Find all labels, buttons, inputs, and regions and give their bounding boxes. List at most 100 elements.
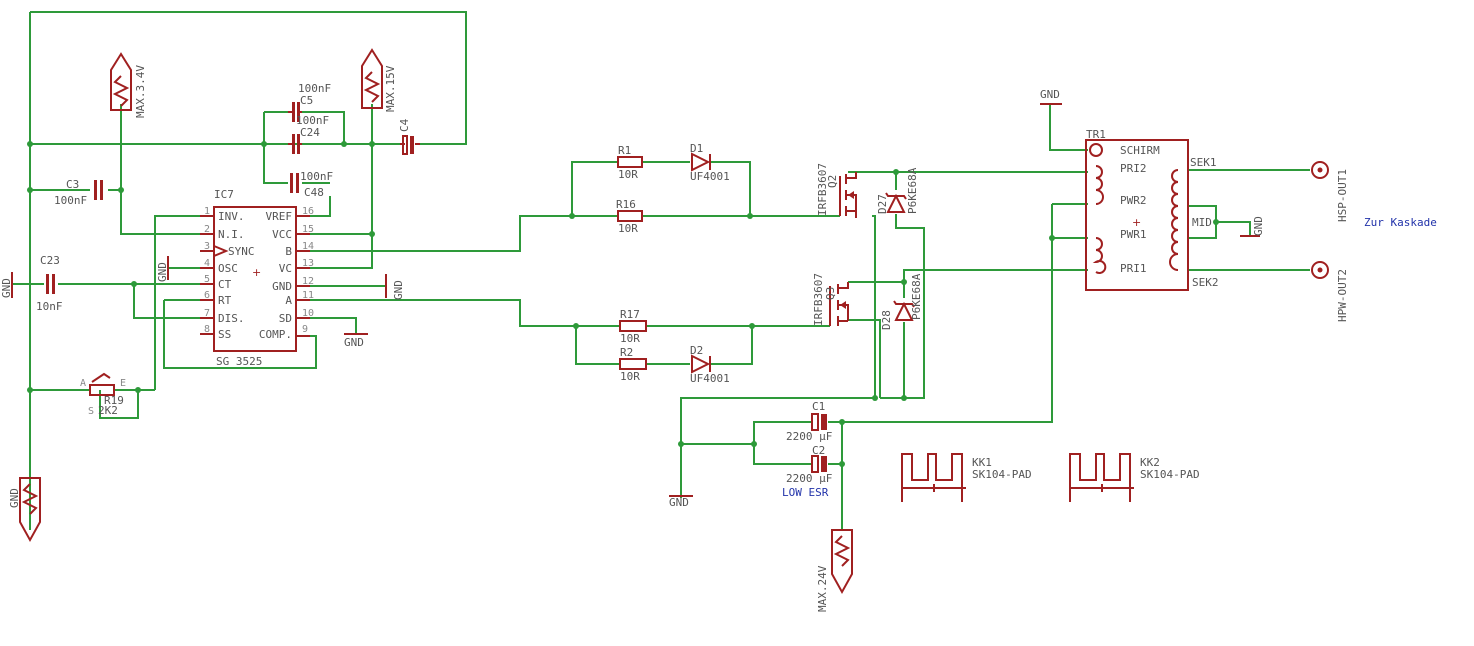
- cascade-note: Zur Kaskade: [1364, 216, 1437, 229]
- trimmer-r19[interactable]: A E S R19 2K2: [80, 372, 126, 417]
- ic7-pin-9-num: 9: [302, 324, 308, 335]
- capacitor-c4[interactable]: C4: [398, 118, 420, 155]
- ic7-pin-12-name: GND: [272, 280, 292, 293]
- tvs-diode-d28-name: D28: [880, 310, 893, 330]
- diode-d2-name: D2: [690, 344, 703, 357]
- supply-gnd-left[interactable]: GND: [8, 477, 41, 543]
- wires: [12, 11, 1310, 530]
- ic7-pin-16-name: VREF: [266, 210, 293, 223]
- ic7-pin-15-num: 15: [302, 224, 314, 235]
- capacitor-c24-name: C24: [300, 126, 320, 139]
- trimmer-r19-name: R19: [104, 394, 124, 407]
- ic7-pin-12-num: 12: [302, 276, 314, 287]
- transformer-pin-sek1: SEK1: [1190, 156, 1217, 169]
- tvs-diode-d28[interactable]: D28 P6KE68A: [880, 273, 923, 330]
- capacitor-c23-value: 10nF: [36, 300, 63, 313]
- resistor-r17[interactable]: R17 10R: [619, 308, 647, 345]
- resistor-r1[interactable]: R1 10R: [617, 144, 643, 181]
- capacitor-c2[interactable]: C2 2200 µF: [786, 444, 832, 485]
- trimmer-r19-pin-a: A: [80, 378, 86, 389]
- capacitor-c2-value: 2200 µF: [786, 472, 832, 485]
- diode-d2-value: UF4001: [690, 372, 730, 385]
- resistor-r1-value: 10R: [618, 168, 638, 181]
- tvs-diode-d27[interactable]: D27 P6KE68A: [876, 167, 919, 214]
- capacitor-c2-name: C2: [812, 444, 825, 457]
- capacitor-c48-value: 100nF: [300, 170, 333, 183]
- diode-d2[interactable]: D2 UF4001: [690, 344, 730, 385]
- mosfet-q3-value: IRFB3607: [812, 273, 825, 326]
- tvs-diode-d28-value: P6KE68A: [910, 273, 923, 320]
- svg-text:+: +: [252, 266, 261, 279]
- ic7-pin-6-name: RT: [218, 294, 232, 307]
- supply-max15[interactable]: MAX.15V: [361, 48, 397, 112]
- ic7-pin-7-num: 7: [204, 308, 210, 319]
- ic7-value: SG 3525: [216, 355, 262, 368]
- ic7-pin-2-num: 2: [204, 224, 210, 235]
- diode-d1-name: D1: [690, 142, 703, 155]
- capacitor-c1-value: 2200 µF: [786, 430, 832, 443]
- mosfet-q2-value: IRFB3607: [816, 163, 829, 216]
- capacitor-c48-name: C48: [304, 186, 324, 199]
- heatsink-kk1[interactable]: KK1 SK104-PAD: [901, 453, 1032, 502]
- ic7-pin-9-name: COMP.: [259, 328, 292, 341]
- gnd-label-mid: GND: [1252, 216, 1265, 236]
- gnd-label-source: GND: [669, 496, 689, 509]
- ic7-left-pins: 1 2 3 4 5 6 7 8 INV. N.I. SYNC OSC CT RT…: [200, 206, 255, 341]
- resistor-r17-name: R17: [620, 308, 640, 321]
- heatsink-kk2-value: SK104-PAD: [1140, 468, 1200, 481]
- capacitor-c24[interactable]: C24 100nF: [288, 114, 329, 154]
- tvs-diode-d27-name: D27: [876, 194, 889, 214]
- resistor-r2[interactable]: R2 10R: [619, 346, 647, 383]
- resistor-r2-value: 10R: [620, 370, 640, 383]
- gnd-symbols: GND GND GND GND GND GND GND: [0, 88, 1265, 509]
- transformer-pin-schirm: SCHIRM: [1120, 144, 1160, 157]
- diode-d1-value: UF4001: [690, 170, 730, 183]
- transformer-pin-pri2: PRI2: [1120, 162, 1147, 175]
- output-terminal-hpw[interactable]: HPW-OUT2: [1311, 261, 1349, 322]
- capacitor-c3[interactable]: C3 100nF: [54, 178, 103, 207]
- transformer-pin-sek2: SEK2: [1192, 276, 1219, 289]
- ic7-pin-3-name: SYNC: [228, 245, 255, 258]
- output-terminal-hsp-label: HSP-OUT1: [1336, 169, 1349, 222]
- supply-max24[interactable]: MAX.24V: [816, 529, 853, 612]
- ic7-pin-16-num: 16: [302, 206, 314, 217]
- transformer-tr1[interactable]: TR1 + SCHIRM PRI2 PWR2 PWR1 PRI1 SEK1 MI…: [1085, 128, 1219, 291]
- ic7-pin-10-num: 10: [302, 308, 314, 319]
- heatsink-kk1-value: SK104-PAD: [972, 468, 1032, 481]
- heatsink-kk2[interactable]: KK2 SK104-PAD: [1069, 453, 1200, 502]
- tvs-diode-d27-value: P6KE68A: [906, 167, 919, 214]
- transformer-pin-mid: MID: [1192, 216, 1212, 229]
- capacitor-c48[interactable]: C48 100nF: [290, 170, 333, 199]
- ic7-pin-1-num: 1: [204, 206, 210, 217]
- transformer-pin-pwr1: PWR1: [1120, 228, 1147, 241]
- capacitor-c23[interactable]: C23 10nF: [36, 254, 63, 313]
- resistor-r2-name: R2: [620, 346, 633, 359]
- capacitor-c5[interactable]: C5 100nF: [288, 82, 331, 122]
- ic7-pin-13-num: 13: [302, 258, 314, 269]
- gnd-label-osc: GND: [156, 262, 169, 282]
- mosfet-q2[interactable]: IRFB3607 Q2: [816, 163, 857, 218]
- diode-d1[interactable]: D1 UF4001: [690, 142, 730, 183]
- transformer-tr1-name: TR1: [1086, 128, 1106, 141]
- gnd-label-sd: GND: [344, 336, 364, 349]
- gnd-label-ic-gnd: GND: [392, 280, 405, 300]
- output-terminal-hsp[interactable]: HSP-OUT1: [1311, 161, 1349, 222]
- junctions: [27, 141, 1219, 467]
- capacitor-c3-value: 100nF: [54, 194, 87, 207]
- svg-text:+: +: [1132, 216, 1141, 229]
- ic7-pin-2-name: N.I.: [218, 228, 245, 241]
- ic7-pin-13-name: VC: [279, 262, 292, 275]
- ic7-pin-8-num: 8: [204, 324, 210, 335]
- ic7-pin-5-name: CT: [218, 278, 232, 291]
- supply-max24-label: MAX.24V: [816, 565, 829, 612]
- heatsink-kk2-name: KK2: [1140, 456, 1160, 469]
- capacitor-c1[interactable]: C1 2200 µF: [786, 400, 832, 443]
- ic7-pin-8-name: SS: [218, 328, 231, 341]
- resistor-r16[interactable]: R16 10R: [616, 198, 643, 235]
- ic7-pin-15-name: VCC: [272, 228, 292, 241]
- mosfet-q3[interactable]: IRFB3607 Q3: [812, 273, 849, 326]
- supply-max34[interactable]: MAX.3.4V: [110, 52, 147, 118]
- transformer-pin-pri1: PRI1: [1120, 262, 1147, 275]
- transformer-pin-pwr2: PWR2: [1120, 194, 1147, 207]
- ic7-sg3525[interactable]: IC7 SG 3525 + 1 2 3 4 5 6 7 8 INV. N.I. …: [200, 188, 314, 368]
